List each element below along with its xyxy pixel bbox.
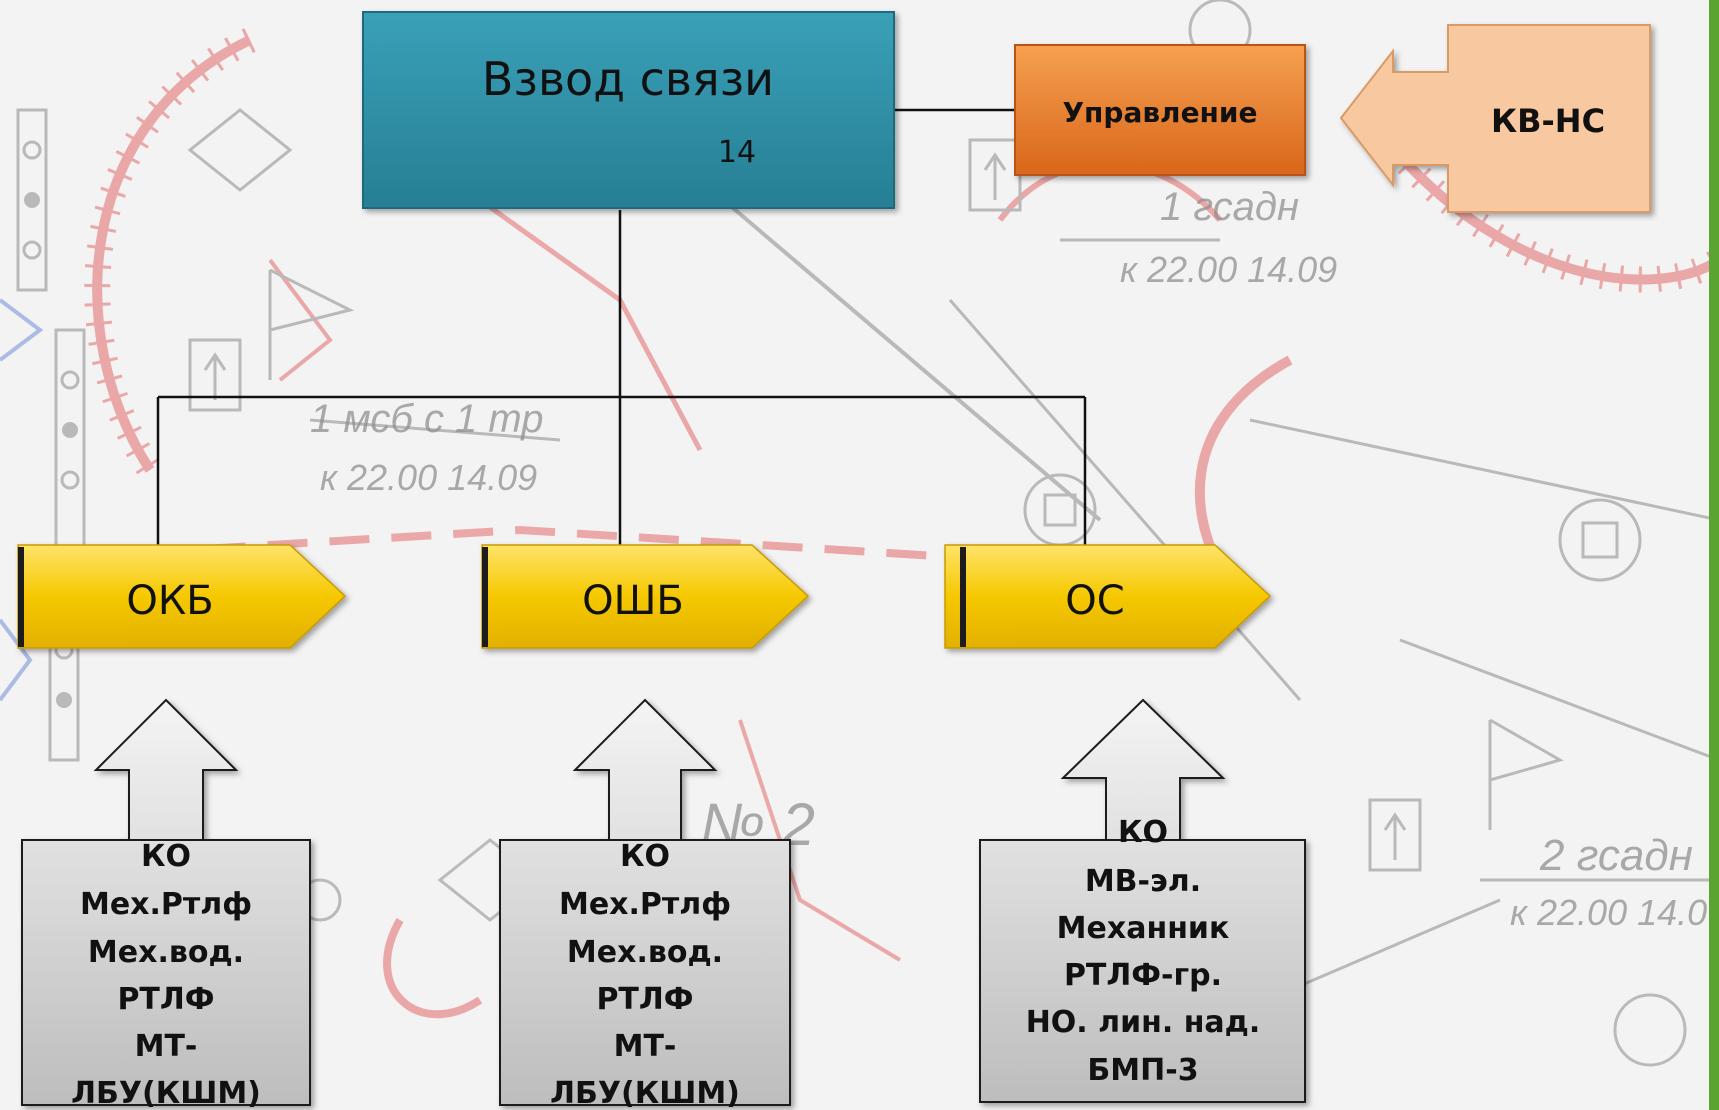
bg-label-time-2: к 22.00 14.09	[320, 457, 537, 498]
staff-arrow-okb[interactable]	[21, 698, 311, 1106]
staff-arrow-oc[interactable]	[979, 698, 1306, 1103]
bg-label-time-1: к 22.00 14.09	[1120, 249, 1337, 290]
bg-label-1msb: 1 мсб с 1 тр	[310, 397, 544, 441]
staff-oc-item: Механник	[1057, 911, 1230, 946]
right-border-strip	[1709, 0, 1719, 1110]
staff-oshb-item: МТ-	[614, 1029, 677, 1064]
source-label: КВ-НС	[1491, 102, 1605, 140]
unit-oshb-label: ОШБ	[582, 578, 684, 624]
staff-oc-item: РТЛФ-гр.	[1064, 958, 1222, 993]
staff-okb-item: КО	[141, 839, 191, 874]
bg-label-time-3: к 22.00 14.0	[1510, 892, 1707, 933]
staff-okb-item: ЛБУ(КШМ)	[71, 1076, 261, 1110]
bg-label-2gsadn: 2 гсадн	[1539, 831, 1693, 880]
unit-okb-label: ОКБ	[126, 578, 213, 624]
staff-oshb-item: РТЛФ	[596, 982, 693, 1017]
bg-label-1gsadn: 1 гсадн	[1160, 185, 1299, 229]
background-labels: 1 гсадн к 22.00 14.09 1 мсб с 1 тр к 22.…	[310, 185, 1707, 933]
staff-okb-item: Мех.вод.	[88, 935, 244, 970]
staff-oshb-item: Мех.Ртлф	[559, 887, 731, 922]
staff-oshb-item: Мех.вод.	[567, 935, 723, 970]
staff-list-okb: КО Мех.Ртлф Мех.вод. РТЛФ МТ- ЛБУ(КШМ)	[71, 839, 261, 1110]
staff-list-oshb: КО Мех.Ртлф Мех.вод. РТЛФ МТ- ЛБУ(КШМ)	[550, 839, 740, 1110]
unit-oc[interactable]	[944, 544, 1272, 649]
control-box[interactable]	[1014, 44, 1306, 176]
header-title: Взвод связи	[482, 52, 774, 106]
unit-okb[interactable]	[17, 544, 347, 649]
control-label: Управление	[1062, 96, 1257, 129]
staff-list-oc: КО МВ-эл. Механник РТЛФ-гр. НО. лин. над…	[1026, 815, 1261, 1088]
unit-oc-label: ОС	[1065, 578, 1124, 624]
background-map	[0, 0, 1719, 1067]
connector-lines	[156, 108, 1087, 545]
unit-oshb[interactable]	[481, 544, 810, 649]
staff-oc-item: БМП-3	[1087, 1053, 1198, 1088]
staff-arrow-oshb[interactable]	[499, 698, 791, 1106]
staff-oc-item: НО. лин. над.	[1026, 1005, 1261, 1040]
staff-oc-item: МВ-эл.	[1085, 864, 1201, 899]
staff-oc-item: КО	[1118, 815, 1168, 850]
staff-okb-item: РТЛФ	[117, 982, 214, 1017]
staff-okb-item: Мех.Ртлф	[80, 887, 252, 922]
header-count: 14	[718, 135, 756, 170]
staff-oshb-item: КО	[620, 839, 670, 874]
header-box[interactable]	[362, 11, 895, 209]
staff-okb-item: МТ-	[135, 1029, 198, 1064]
source-arrow[interactable]	[1339, 24, 1651, 213]
staff-oshb-item: ЛБУ(КШМ)	[550, 1076, 740, 1110]
